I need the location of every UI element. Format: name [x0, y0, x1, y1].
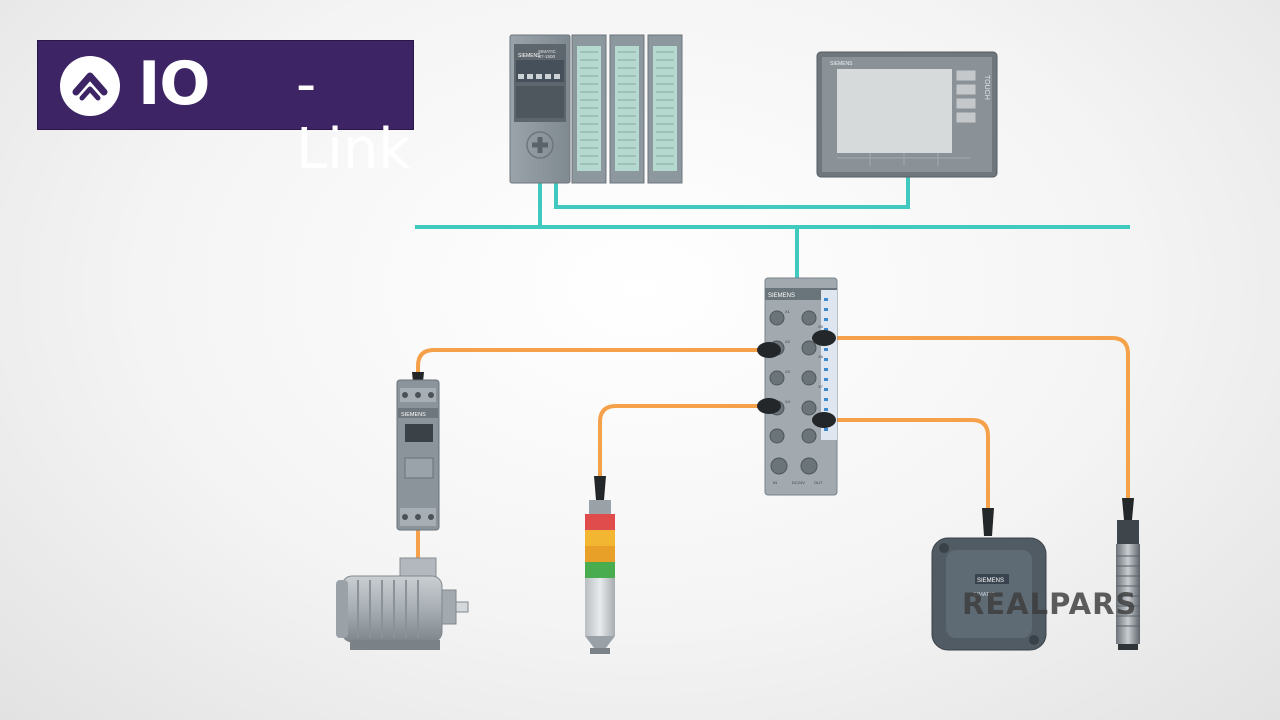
hmi-side-label: TOUCH — [983, 75, 990, 100]
profinet-network — [415, 177, 1130, 283]
realpars-watermark: REALPARS — [962, 587, 1138, 621]
io-master-bottom-label: DC24V — [792, 480, 805, 485]
io-master-port-label: X1 — [785, 309, 791, 314]
plc-brand-label: SIEMENS — [518, 53, 541, 59]
plc-s7-1500: SIEMENS SIMATIC S7-1500 — [509, 34, 683, 184]
io-master-port-label: X4 — [785, 399, 791, 404]
cable-inductive-sensor — [836, 336, 1130, 502]
io-link-logo: IO -Link — [37, 40, 414, 182]
io-master-port-label: X5 — [818, 324, 824, 329]
connector-plug — [812, 330, 836, 346]
io-master-bottom-label: IN — [773, 480, 777, 485]
io-master-bottom-label: OUT — [814, 480, 823, 485]
io-link-cables — [416, 336, 1130, 558]
motor-starter-brand-label: SIEMENS — [401, 412, 426, 418]
electric-motor — [336, 557, 469, 650]
motor-starter: SIEMENS — [396, 372, 440, 531]
hmi-brand-label: SIEMENS — [830, 61, 853, 67]
connector-plug — [1122, 498, 1134, 520]
plc-io-modules — [571, 34, 683, 184]
cable-signal-tower — [598, 404, 758, 478]
connector-plug — [594, 476, 606, 500]
rfid-model-label: SIMATIC — [973, 592, 995, 598]
connector-plug — [757, 398, 781, 414]
io-master-port-label: X3 — [785, 369, 791, 374]
io-master-port-label: X7 — [818, 384, 824, 389]
io-master-port-label: X2 — [785, 339, 791, 344]
cable-rfid-reader — [836, 418, 990, 512]
plc-model-line2: S7-1500 — [538, 54, 556, 59]
connector-plug — [757, 342, 781, 358]
connector-plug — [982, 508, 994, 536]
io-master-brand-label: SIEMENS — [768, 293, 795, 299]
inductive-sensor — [1116, 498, 1140, 650]
cable-motor-starter — [416, 348, 758, 378]
connector-plug — [812, 412, 836, 428]
rfid-reader: SIEMENS SIMATIC — [931, 508, 1047, 651]
io-link-logo-icon — [60, 56, 120, 116]
logo-text-link: -Link — [296, 52, 411, 182]
io-master-port-label: X6 — [818, 354, 824, 359]
plc-model-line1: SIMATIC — [538, 49, 557, 54]
io-link-master: SIEMENS X1 X2 X3 X4 X5 X6 X7 X8 IN DC24V… — [757, 277, 838, 496]
hmi-network-link — [554, 177, 910, 209]
rfid-brand-label: SIEMENS — [977, 578, 1004, 584]
hmi-touch-panel: SIEMENS TOUCH — [816, 51, 998, 178]
logo-text-io: IO — [138, 49, 210, 119]
plc-directional-pad-icon — [532, 137, 548, 153]
signal-tower — [585, 476, 615, 654]
